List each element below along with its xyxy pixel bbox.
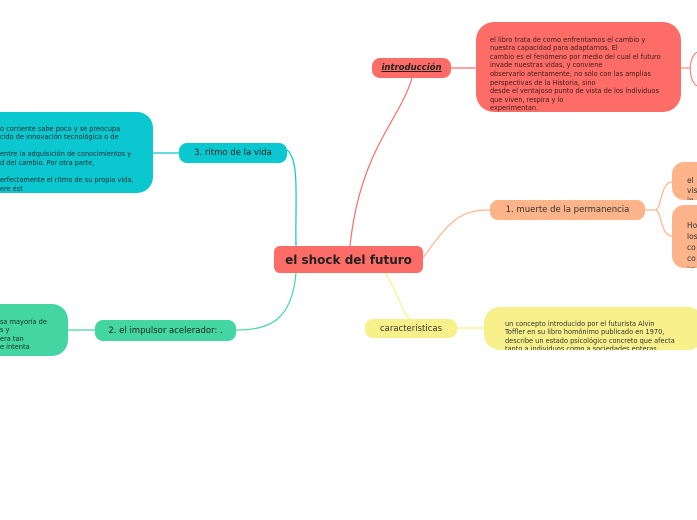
muerte-text-box-a[interactable]: el vis in: [672, 162, 697, 200]
connector-impulsor: [235, 272, 297, 331]
topic-muerte-de-la-permanencia[interactable]: 1. muerte de la permanencia: [490, 200, 645, 220]
impulsor-text: sa mayoría de s y era tan e intenta: [0, 317, 47, 352]
caracteristicas-text-box[interactable]: un concepto introducido por el futurista…: [484, 307, 697, 350]
topic-caracteristicas[interactable]: caracteristicas: [365, 319, 457, 338]
topic-ritmo-label: 3. ritmo de la vida: [194, 148, 272, 158]
central-topic[interactable]: el shock del futuro: [274, 246, 423, 273]
topic-introduccion[interactable]: introducción: [372, 58, 451, 78]
connector-muerte-children: [645, 181, 673, 237]
connector-caracteristicas: [384, 272, 411, 320]
connector-muerte: [422, 209, 491, 259]
topic-ritmo-de-la-vida[interactable]: 3. ritmo de la vida: [179, 143, 287, 163]
caracteristicas-text: un concepto introducido por el futurista…: [505, 319, 675, 350]
muerte-text-a: el vis in: [687, 176, 697, 200]
topic-impulsor-acelerador[interactable]: 2. el impulsor acelerador: .: [95, 320, 236, 341]
muerte-text-box-b[interactable]: Ho los co co irr.: [672, 205, 697, 268]
muerte-text-b: Ho los co co irr.: [687, 221, 697, 268]
topic-muerte-label: 1. muerte de la permanencia: [505, 205, 630, 215]
topic-introduccion-label: introducción: [381, 63, 442, 73]
connector-ritmo: [286, 149, 297, 247]
intro-text: el libro trata de como enfrentamos el ca…: [490, 35, 661, 112]
ritmo-text-box[interactable]: o corriente sabe poco y se preocupa cido…: [0, 112, 153, 193]
connector-intro: [349, 77, 413, 247]
connector-intro-right: [681, 51, 697, 87]
topic-caracteristicas-label: caracteristicas: [379, 323, 443, 334]
central-topic-label: el shock del futuro: [285, 252, 412, 267]
intro-text-box[interactable]: el libro trata de como enfrentamos el ca…: [476, 22, 681, 112]
impulsor-text-box[interactable]: sa mayoría de s y era tan e intenta: [0, 304, 68, 356]
ritmo-text: o corriente sabe poco y se preocupa cido…: [0, 124, 134, 193]
topic-impulsor-label: 2. el impulsor acelerador: .: [108, 325, 223, 336]
